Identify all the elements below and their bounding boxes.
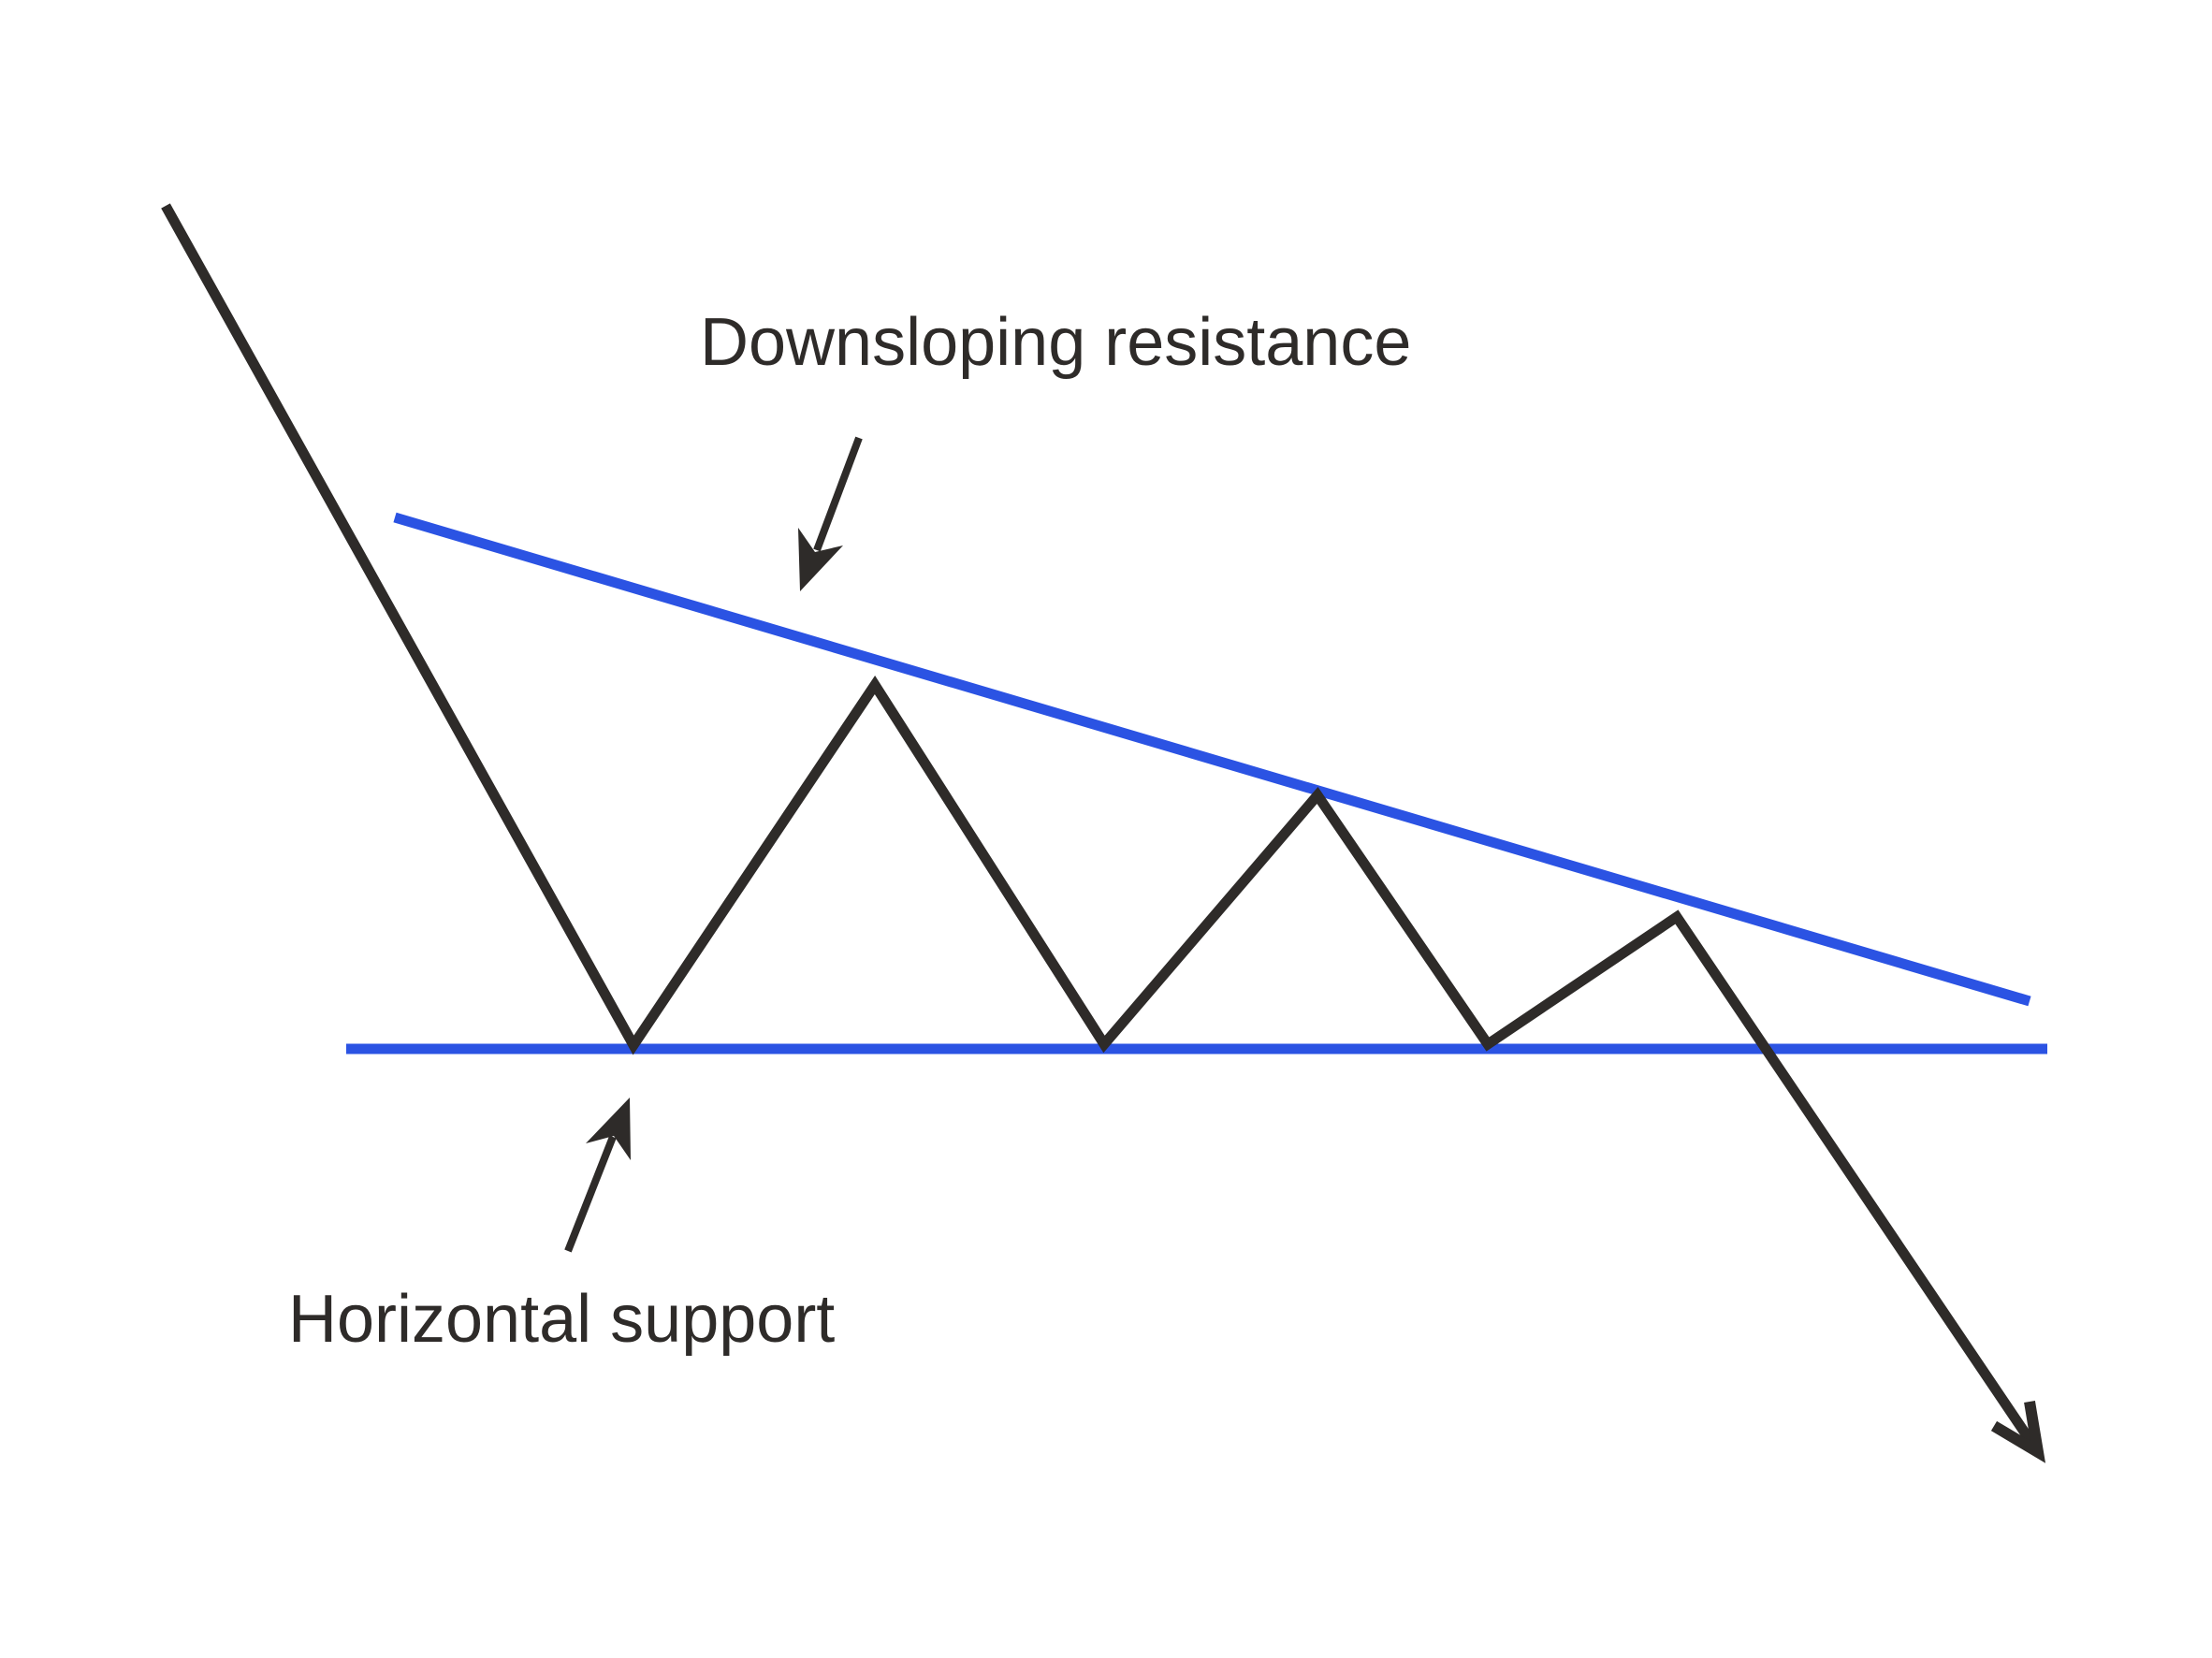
price-path bbox=[161, 203, 2043, 1456]
resistance-arrow-shaft bbox=[813, 436, 863, 552]
resistance-label: Downsloping resistance bbox=[700, 305, 1411, 380]
breakdown-arrowhead bbox=[1990, 1401, 2046, 1463]
support-label: Horizontal support bbox=[288, 1282, 835, 1357]
resistance-annotation: Downsloping resistance bbox=[700, 305, 1411, 591]
support-arrowhead bbox=[586, 1098, 631, 1160]
support-annotation: Horizontal support bbox=[288, 1098, 835, 1357]
resistance-trendline bbox=[393, 512, 2031, 1007]
support-arrow-shaft bbox=[564, 1135, 617, 1253]
resistance-arrowhead bbox=[798, 528, 843, 591]
